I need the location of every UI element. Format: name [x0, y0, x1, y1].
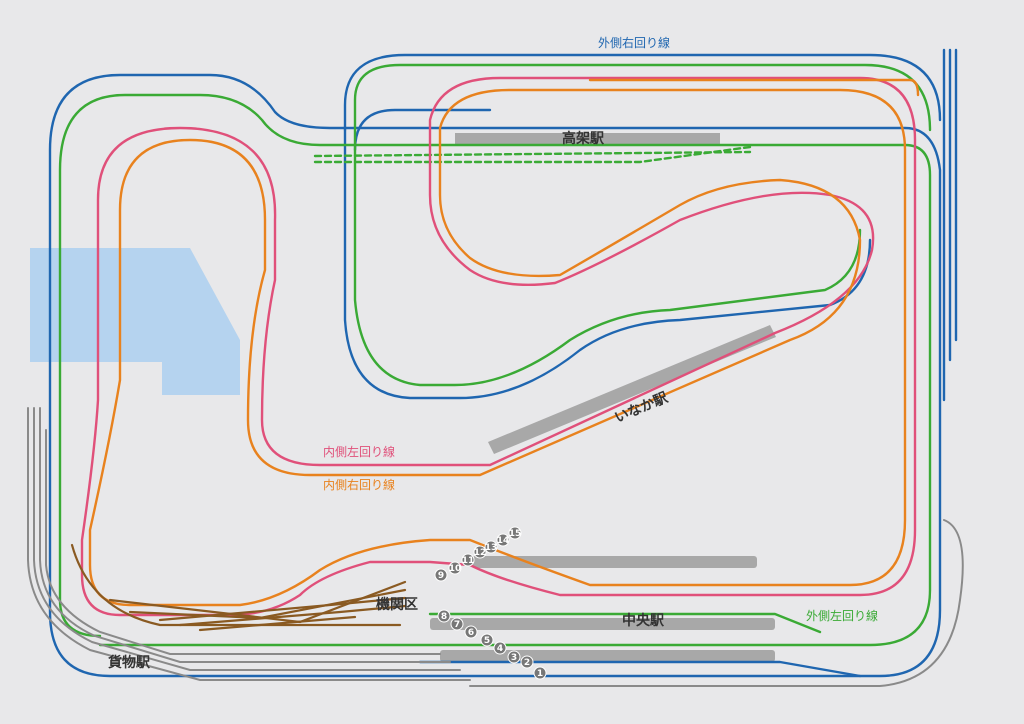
outer-counterclockwise-line	[58, 63, 932, 647]
central-station-platform-b	[430, 618, 775, 630]
svg-text:14: 14	[497, 536, 510, 546]
elevated-station-platform	[455, 133, 720, 145]
svg-text:11: 11	[462, 556, 475, 566]
svg-text:2: 2	[524, 658, 530, 668]
track-number-11: 11	[461, 553, 475, 567]
track-number-13: 13	[484, 540, 498, 554]
svg-text:1: 1	[537, 669, 543, 679]
svg-text:13: 13	[485, 543, 498, 553]
depot-tracks	[70, 543, 407, 632]
svg-text:5: 5	[484, 636, 490, 646]
track-number-5: 5	[480, 633, 494, 647]
track-number-15: 15	[508, 526, 522, 540]
track-number-1: 1	[533, 666, 547, 680]
track-number-8: 8	[437, 609, 451, 623]
track-number-2: 2	[520, 655, 534, 669]
svg-text:6: 6	[468, 628, 474, 638]
central-station-platform-a	[472, 556, 757, 568]
svg-text:7: 7	[454, 620, 460, 630]
central-station-platform-c	[440, 650, 775, 662]
inner-counterclockwise-line	[80, 76, 917, 617]
svg-text:9: 9	[438, 571, 444, 581]
track-number-9: 9	[434, 568, 448, 582]
central-station-label: 中央駅	[622, 612, 665, 629]
svg-text:12: 12	[474, 548, 487, 558]
freight-station-label: 貨物駅	[107, 654, 151, 671]
track-number-3: 3	[507, 650, 521, 664]
freight-tracks	[27, 407, 964, 687]
water-area	[30, 248, 240, 395]
inner-counterclockwise-label: 内側左回り線	[323, 444, 395, 459]
engine-depot-label: 機関区	[376, 596, 418, 613]
svg-text:4: 4	[497, 644, 503, 654]
inner-clockwise-line	[88, 78, 920, 607]
track-number-14: 14	[496, 533, 510, 547]
inner-clockwise-label: 内側右回り線	[323, 477, 395, 492]
track-number-4: 4	[493, 641, 507, 655]
track-number-6: 6	[464, 625, 478, 639]
track-number-badges: 1 2 3 4 5 6 7 8 9 10 11 12 13 14 15	[434, 526, 547, 680]
elevated-station-label: 高架駅	[562, 130, 605, 147]
svg-text:10: 10	[449, 564, 462, 574]
track-number-12: 12	[473, 545, 487, 559]
svg-text:8: 8	[441, 612, 447, 622]
svg-text:15: 15	[509, 529, 522, 539]
outer-counterclockwise-label: 外側左回り線	[806, 608, 878, 623]
svg-text:3: 3	[511, 653, 517, 663]
inaka-station-platform	[488, 325, 776, 454]
outer-clockwise-label: 外側右回り線	[598, 35, 670, 50]
track-number-7: 7	[450, 617, 464, 631]
track-number-10: 10	[448, 561, 462, 575]
